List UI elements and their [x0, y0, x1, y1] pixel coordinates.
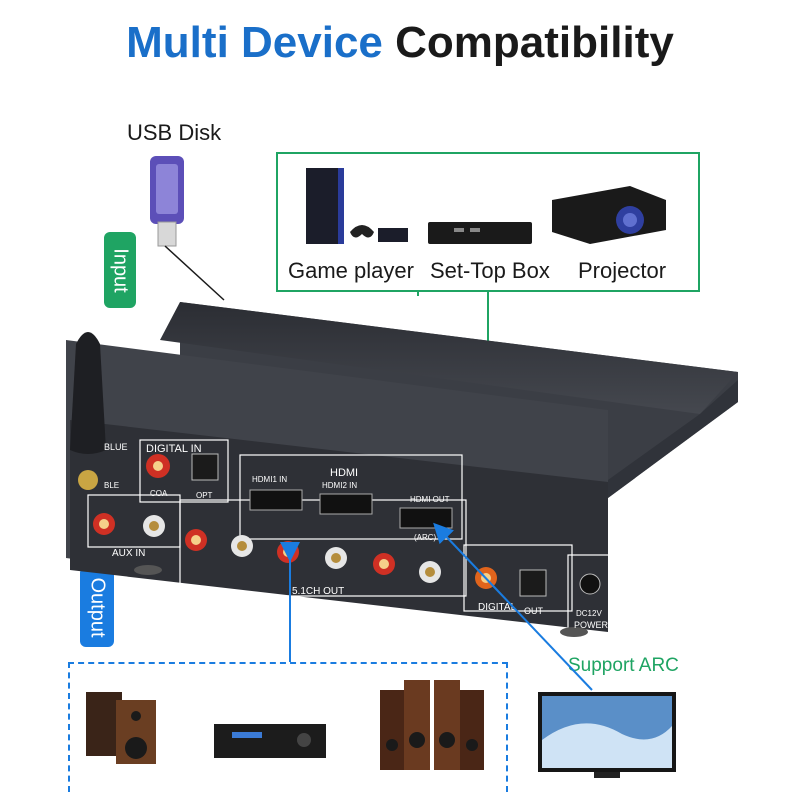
projector-label: Projector [578, 258, 667, 283]
panel-opt-out-label: OUT [524, 606, 544, 616]
panel-hdmi-label: HDMI [330, 467, 358, 479]
panel-aux-in-label: AUX IN [112, 548, 145, 559]
panel-arc-label: (ARC) [414, 533, 437, 542]
support-arc-label: Support ARC [568, 655, 679, 676]
game-console-icon [306, 168, 408, 244]
title-part-1: Multi Device [126, 18, 383, 67]
page-title: Multi Device Compatibility [0, 18, 800, 68]
audio-decoder-device: BLUE BLE DIGITAL IN COA OPT HDMI HDMI1 I… [66, 302, 738, 637]
projector-icon [552, 186, 666, 244]
panel-dc12v-label: DC12V [576, 609, 602, 618]
tv-icon [538, 692, 676, 778]
panel-digital-in-label: DIGITAL IN [146, 443, 202, 455]
panel-hdmi-out-label: HDMI OUT [410, 495, 450, 504]
panel-coa-label: COA [150, 489, 168, 498]
panel-blue-label: BLUE [104, 442, 128, 452]
surround-speakers-icon [380, 680, 484, 770]
title-part-2: Compatibility [395, 18, 674, 67]
panel-ble-label: BLE [104, 481, 119, 490]
usb-disk-icon [150, 156, 184, 247]
panel-power-label: POWER [574, 620, 609, 630]
game-player-label: Game player [288, 258, 414, 283]
output-tag: Output [80, 567, 114, 647]
set-top-box-label: Set-Top Box [430, 258, 550, 283]
panel-51-out-label: 5.1CH OUT [292, 586, 344, 597]
input-tag: Input [104, 232, 136, 308]
input-devices-box [276, 152, 700, 292]
output-devices-box [68, 662, 508, 792]
set-top-box-icon [428, 222, 532, 244]
av-receiver-icon [214, 724, 326, 758]
panel-opt-label: OPT [196, 491, 213, 500]
bookshelf-speakers-icon [86, 692, 156, 764]
panel-digital-out-label: DIGITAL [478, 602, 517, 613]
panel-hdmi2-label: HDMI2 IN [322, 481, 357, 490]
usb-disk-label: USB Disk [127, 120, 222, 145]
panel-hdmi1-label: HDMI1 IN [252, 475, 287, 484]
